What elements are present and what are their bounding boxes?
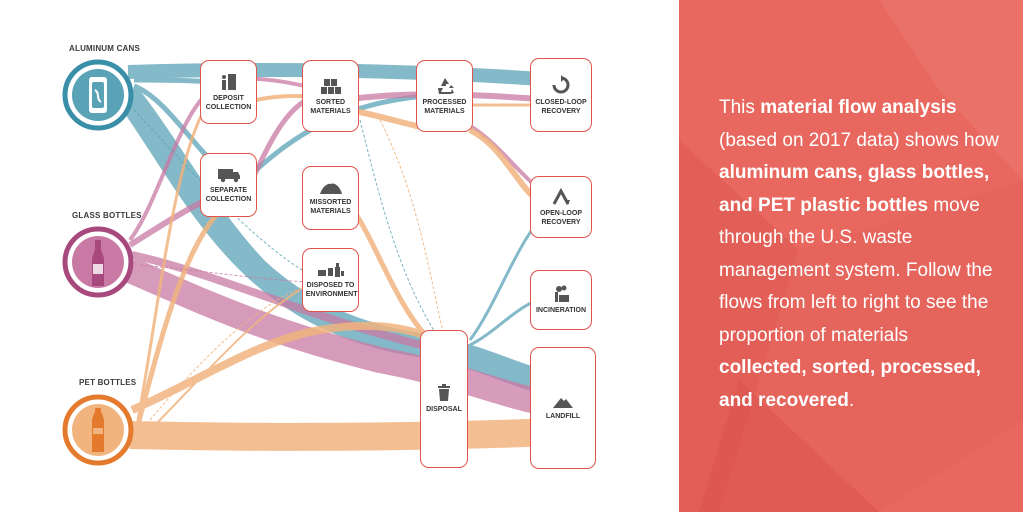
- source-glass: [62, 226, 134, 298]
- node-label: MISSORTED MATERIALS: [309, 198, 352, 215]
- flow-pet-disposal: [130, 321, 442, 414]
- node-disposal: DISPOSAL: [420, 330, 468, 468]
- source-label-aluminum: ALUMINUM CANS: [69, 44, 141, 53]
- can-icon: [89, 77, 107, 113]
- plastic-bottle-icon: [92, 408, 104, 452]
- description-panel: This material flow analysis (based on 20…: [679, 0, 1023, 512]
- node-label: SEPARATE COLLECTION: [205, 186, 252, 203]
- pile-icon: [319, 182, 342, 194]
- node-disposed-to-environment: DISPOSED TO ENVIRONMENT: [302, 248, 359, 312]
- trash-can-icon: [438, 384, 450, 401]
- source-aluminum: [62, 59, 134, 131]
- panel-background-shapes: [679, 0, 1023, 512]
- flow-pet-deposit: [136, 99, 212, 421]
- desc-part-3: move through the U.S. waste management s…: [719, 194, 993, 346]
- landfill-icon: [553, 398, 573, 408]
- bales-icon: [320, 78, 341, 94]
- litter-icon: [317, 262, 344, 277]
- node-label: DEPOSIT COLLECTION: [205, 94, 252, 111]
- desc-part-4: .: [848, 389, 855, 411]
- closed-loop-icon: [552, 74, 570, 93]
- node-sorted-materials: SORTED MATERIALS: [302, 60, 359, 132]
- flow-aluminum-disposal: [127, 86, 441, 356]
- flow-aluminum-deposit: [133, 77, 211, 85]
- desc-bold-1: material flow analysis: [760, 97, 957, 118]
- node-label: LANDFILL: [545, 413, 581, 420]
- node-closed-loop-recovery: CLOSED-LOOP RECOVERY: [530, 58, 592, 132]
- truck-icon: [217, 168, 240, 182]
- node-label: CLOSED-LOOP RECOVERY: [535, 98, 587, 115]
- source-label-glass: GLASS BOTTLES: [72, 211, 142, 220]
- desc-bold-2: aluminum cans, glass bottles, and PET pl…: [719, 162, 990, 216]
- node-incineration: INCINERATION: [530, 270, 592, 330]
- node-label: OPEN-LOOP RECOVERY: [539, 209, 582, 226]
- open-loop-icon: [552, 187, 570, 205]
- node-deposit-collection: DEPOSIT COLLECTION: [200, 60, 257, 124]
- flow-pet-landfill: [129, 418, 556, 451]
- node-processed-materials: PROCESSED MATERIALS: [416, 60, 473, 132]
- deposit-machine-icon: [221, 73, 236, 90]
- node-label: SORTED MATERIALS: [310, 98, 351, 115]
- desc-part-2: (based on 2017 data) shows how: [719, 129, 999, 151]
- node-label: DISPOSED TO ENVIRONMENT: [305, 281, 358, 298]
- smokestack-icon: [555, 285, 569, 302]
- node-missorted-materials: MISSORTED MATERIALS: [302, 166, 359, 230]
- flow-pet-env: [149, 289, 301, 431]
- node-landfill: LANDFILL: [530, 347, 596, 469]
- node-separate-collection: SEPARATE COLLECTION: [200, 153, 257, 217]
- node-open-loop-recovery: OPEN-LOOP RECOVERY: [530, 176, 592, 238]
- node-label: PROCESSED MATERIALS: [422, 98, 467, 115]
- node-label: DISPOSAL: [426, 406, 462, 413]
- desc-part-1: This: [719, 97, 761, 118]
- recycle-icon: [437, 77, 454, 94]
- desc-bold-3: collected, sorted, processed, and recove…: [719, 357, 981, 411]
- flow-glass-landfill: [124, 258, 558, 418]
- node-label: INCINERATION: [535, 307, 587, 314]
- glass-bottle-icon: [92, 240, 104, 286]
- description-text: This material flow analysis (based on 20…: [719, 92, 999, 417]
- source-label-pet: PET BOTTLES: [79, 378, 137, 387]
- source-pet: [62, 394, 134, 466]
